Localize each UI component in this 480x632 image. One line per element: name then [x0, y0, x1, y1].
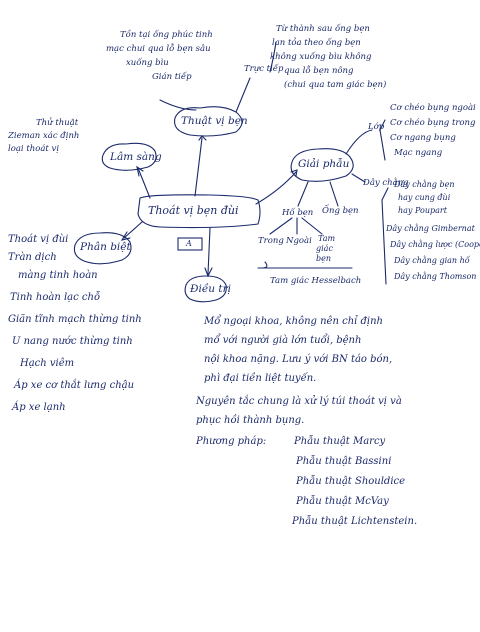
note-top-right-4: qua lỗ bẹn nông — [284, 66, 354, 76]
phan-biet-item-6: U nang nước thừng tinh — [12, 336, 133, 347]
node-phan-biet: Phân biệt — [80, 241, 131, 253]
stamp-box — [177, 237, 203, 251]
phan-biet-item-9: Áp xe lạnh — [12, 402, 66, 413]
day-chang-item-7: Dây chằng Thomson — [394, 272, 477, 281]
phan-biet-bubble — [73, 232, 132, 265]
phuong-phap-item-5: Phẫu thuật Lichtenstein. — [292, 516, 418, 527]
note-top-right-3: không xuống bìu không — [270, 52, 372, 62]
lam-sang-note-3: loại thoát vị — [8, 144, 60, 154]
node-dieu-tri: Điều trị — [190, 283, 231, 295]
lam-sang-note-2: Zieman xác định — [8, 131, 80, 141]
note-top-right-1: Từ thành sau ống bẹn — [276, 24, 370, 34]
day-chang-item-2: hay cung đùi — [398, 193, 451, 202]
center-title: Thoát vị bẹn đùi — [148, 204, 239, 217]
phan-biet-item-4: Tinh hoàn lạc chỗ — [10, 292, 101, 303]
node-giai-phau: Giải phẫu — [298, 158, 350, 170]
ho-ben-ngoai: Ngoài — [286, 236, 312, 246]
phan-biet-item-7: Hạch viêm — [20, 358, 75, 369]
lop-item-4: Mạc ngang — [394, 148, 443, 158]
lop-item-1: Cơ chéo bụng ngoài — [390, 103, 476, 113]
lop-item-3: Cơ ngang bụng — [390, 133, 456, 143]
phan-biet-item-5: Giãn tĩnh mạch thừng tinh — [8, 314, 142, 325]
stamp-label: A — [186, 239, 192, 248]
phan-biet-item-2: Tràn dịch — [8, 252, 57, 263]
ho-ben-label: Hố bẹn — [282, 208, 314, 218]
lop-label: Lớp — [368, 122, 385, 132]
truc-tiep-label: Trực tiếp — [244, 64, 284, 74]
center-box — [137, 194, 261, 229]
lam-sang-bubble — [101, 142, 157, 171]
note-top-right-2: lan tỏa theo ống bẹn — [272, 38, 361, 48]
dieu-tri-line-2: mổ với người già lớn tuổi, bệnh — [204, 335, 362, 346]
note-top-right-5: (chui qua tam giác bẹn) — [284, 80, 387, 90]
dieu-tri-line-3: nội khoa nặng. Lưu ý với BN táo bón, — [204, 354, 393, 365]
thuat-vi-ben-bubble — [174, 106, 243, 137]
giai-phau-bubble — [290, 148, 354, 182]
tam-giac-hesselbach: Tam giác Hesselbach — [270, 276, 362, 286]
day-chang-item-6: Dây chằng gian hố — [394, 256, 470, 265]
phuong-phap-item-1: Phẫu thuật Marcy — [294, 436, 386, 447]
phan-biet-item-3: màng tinh hoàn — [18, 270, 98, 281]
day-chang-label: Dây chằng — [363, 178, 409, 188]
nguyen-tac-line-1: Nguyên tắc chung là xử lý túi thoát vị v… — [196, 396, 402, 407]
note-top-left-2: mạc chui qua lỗ bẹn sâu — [106, 44, 211, 54]
phan-biet-item-8: Áp xe cơ thắt lưng chậu — [14, 380, 135, 391]
phuong-phap-item-2: Phẫu thuật Bassini — [296, 456, 392, 467]
day-chang-item-3: hay Poupart — [398, 206, 447, 215]
lop-item-2: Cơ chéo bụng trong — [390, 118, 476, 128]
phan-biet-item-1: Thoát vị đùi — [8, 234, 69, 245]
note-top-left-3: xuống bìu — [126, 58, 169, 68]
tam-giac-1: Tam — [318, 234, 336, 243]
day-chang-item-1: Dây chằng bẹn — [394, 180, 455, 189]
phuong-phap-label: Phương pháp: — [196, 436, 267, 447]
phuong-phap-item-3: Phẫu thuật Shouldice — [296, 476, 406, 487]
tam-giac-3: bẹn — [316, 254, 332, 263]
day-chang-item-5: Dây chằng lược (Cooper) — [390, 240, 480, 249]
dieu-tri-line-1: Mổ ngoại khoa, không nên chỉ định — [204, 316, 383, 327]
dieu-tri-bubble — [184, 275, 227, 303]
node-lam-sang: Lâm sàng — [110, 151, 162, 163]
ong-ben-label: Ống bẹn — [322, 206, 359, 216]
node-thuat-vi-ben: Thuật vị bẹn — [181, 115, 248, 127]
note-top-left-1: Tồn tại ống phúc tinh — [120, 30, 213, 40]
ho-ben-trong: Trong — [258, 236, 284, 246]
day-chang-item-4: Dây chằng Gimbernat — [386, 224, 475, 233]
lam-sang-note-1: Thử thuật — [36, 118, 79, 128]
tam-giac-2: giác — [316, 244, 333, 253]
dieu-tri-line-4: phì đại tiền liệt tuyến. — [204, 373, 317, 384]
phuong-phap-item-4: Phẫu thuật McVay — [296, 496, 389, 507]
nguyen-tac-line-2: phục hồi thành bụng. — [196, 415, 305, 426]
note-top-left-4: Gián tiếp — [152, 72, 192, 82]
